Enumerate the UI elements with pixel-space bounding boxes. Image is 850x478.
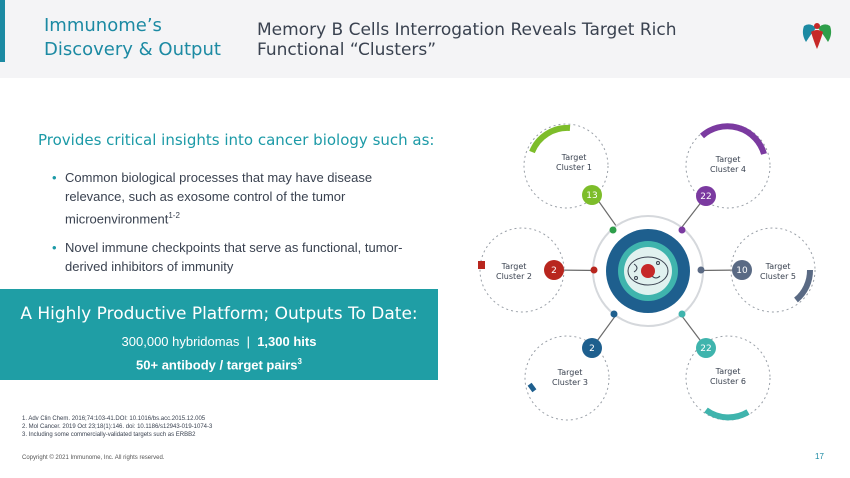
hits-count: 1,300 hits [257,334,317,349]
cluster-node-5: Target Cluster 5 10 [732,260,796,281]
svg-text:Target: Target [765,262,791,271]
immunome-logo-icon [802,23,832,49]
bullet-item: •Common biological processes that may ha… [52,170,373,227]
connector-dots [590,226,705,318]
svg-text:Target: Target [715,155,741,164]
cluster-node-1: Target Cluster 1 13 [556,153,602,205]
platform-output-line: 300,000 hybridomas | 1,300 hits [0,333,438,351]
insights-subhead: Provides critical insights into cancer b… [38,131,435,149]
left-accent-bar [0,0,5,62]
cluster-count: 22 [700,344,711,354]
reference-item: 3. Including some commercially-validated… [22,432,196,438]
separator: | [246,334,250,349]
reference-item: 1. Adv Clin Chem. 2016;74:103-41.DOI: 10… [22,416,206,422]
platform-summary-box: A Highly Productive Platform; Outputs To… [0,289,438,380]
references-list: 1. Adv Clin Chem. 2016;74:103-41.DOI: 10… [22,415,442,439]
svg-text:Cluster 3: Cluster 3 [552,378,588,387]
insight-bullets: •Common biological processes that may ha… [52,168,412,286]
header [0,0,850,78]
copyright: Copyright © 2021 Immunome, Inc. All righ… [22,455,165,461]
cluster-count: 13 [586,191,597,201]
cluster-arcs [478,123,814,421]
cluster-node-6: Target Cluster 6 22 [696,338,746,386]
target-cluster-diagram: Target Cluster 1 13 Target Cluster 4 22 … [478,123,816,421]
cluster-count: 2 [551,266,557,276]
reference-item: 2. Mol Cancer. 2019 Oct 23;18(1):146. do… [22,424,213,430]
svg-text:Cluster 4: Cluster 4 [710,165,746,174]
svg-text:Target: Target [557,368,583,377]
svg-text:Target: Target [501,262,527,271]
cluster-count: 2 [589,344,595,354]
hybridomas-count: 300,000 hybridomas [121,334,240,349]
svg-text:Target: Target [715,367,741,376]
page-number: 17 [815,452,824,461]
svg-text:Cluster 5: Cluster 5 [760,272,796,281]
section-title: Immunome’s Discovery & Output [44,15,221,60]
cluster-count: 10 [736,266,748,276]
cluster-node-4: Target Cluster 4 22 [696,155,746,206]
center-cell [592,215,704,327]
page-title: Memory B Cells Interrogation Reveals Tar… [257,20,677,60]
svg-text:Cluster 2: Cluster 2 [496,272,532,281]
svg-text:Cluster 1: Cluster 1 [556,163,592,172]
antibody-pairs-line: 50+ antibody / target pairs3 [136,357,302,373]
bullet-item: •Novel immune checkpoints that serve as … [52,240,403,275]
cluster-count: 22 [700,192,711,202]
cluster-node-3: Target Cluster 3 2 [552,338,602,387]
svg-text:Target: Target [561,153,587,162]
cell-icon [627,256,669,286]
cluster-node-2: Target Cluster 2 2 [496,260,564,281]
svg-text:Cluster 6: Cluster 6 [710,377,746,386]
platform-title: A Highly Productive Platform; Outputs To… [20,304,418,324]
